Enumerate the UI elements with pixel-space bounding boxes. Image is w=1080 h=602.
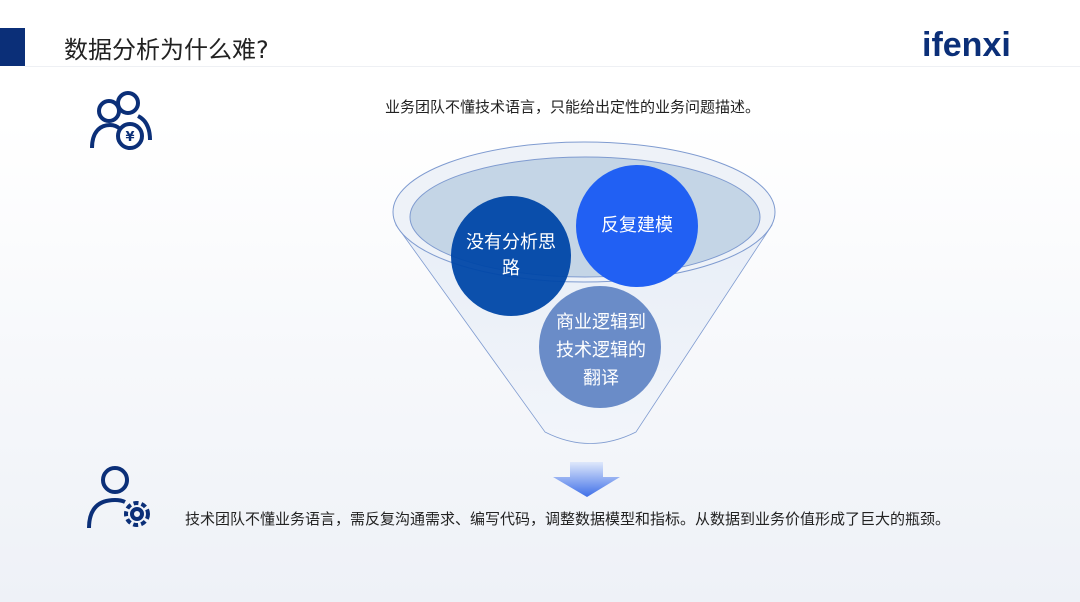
page-title: 数据分析为什么难? [64,36,269,64]
circle-modeling [576,165,698,287]
tech-problem-text: 技术团队不懂业务语言，需反复沟通需求、编写代码，调整数据模型和指标。从数据到业务… [185,510,951,528]
circle-label-translation: 商业逻辑到技术逻辑的翻译 [556,312,646,389]
header-divider [25,66,1080,67]
users-yuan-icon: ¥ [90,91,152,150]
circle-label-modeling: 反复建模 [601,215,673,236]
title-accent-bar [0,28,25,66]
circle-label-analysis: 没有分析思路 [466,232,556,279]
arrow-down-icon [553,462,620,497]
svg-text:¥: ¥ [125,130,134,145]
user-gear-icon [87,466,150,529]
circle-analysis [451,196,571,316]
circle-translation [539,286,661,408]
business-problem-text: 业务团队不懂技术语言，只能给出定性的业务问题描述。 [385,98,761,116]
logo: ifenxi [922,26,1011,64]
